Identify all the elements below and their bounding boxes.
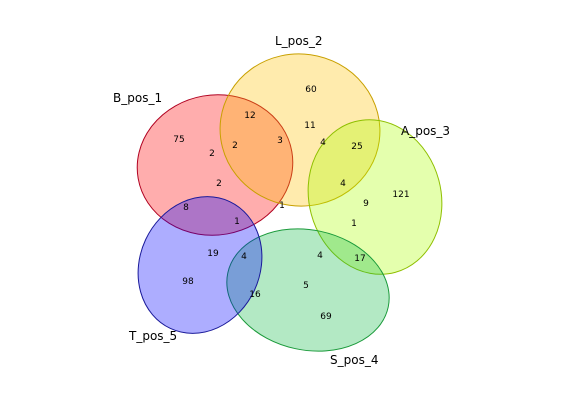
region-count-only-B: 75 xyxy=(173,135,184,145)
region-count-only-T: 98 xyxy=(182,277,194,287)
region-count-B-S: 2 xyxy=(216,179,222,189)
region-count-T-S-A: 4 xyxy=(317,251,323,261)
region-count-L-A-S: 4 xyxy=(320,138,326,148)
region-count-only-A: 121 xyxy=(392,190,409,200)
set-shapes xyxy=(136,53,443,352)
region-count-B-T: 8 xyxy=(183,203,189,213)
region-count-L-T: 11 xyxy=(304,121,315,131)
set-label-T: T_pos_5 xyxy=(128,329,177,343)
region-count-T-S-L: 5 xyxy=(303,281,309,291)
region-count-B-L: 12 xyxy=(244,111,255,121)
set-label-B: B_pos_1 xyxy=(113,91,162,105)
region-count-T-L-S: 4 xyxy=(241,252,247,262)
set-label-L: L_pos_2 xyxy=(275,34,323,48)
region-count-only-L: 60 xyxy=(305,85,317,95)
set-label-S: S_pos_4 xyxy=(330,353,378,367)
region-count-B-A-S: 9 xyxy=(363,199,369,209)
set-labels: B_pos_1 L_pos_2 A_pos_3 S_pos_4 T_pos_5 xyxy=(113,34,450,367)
region-count-T-S: 16 xyxy=(249,290,261,300)
set-L-ellipse xyxy=(219,53,381,207)
region-counts: 75 60 121 69 98 12 11 25 2 3 4 9 17 4 1 … xyxy=(173,85,409,322)
region-count-T-L: 19 xyxy=(207,249,219,259)
set-S-ellipse xyxy=(226,228,390,352)
region-count-B-T-L-S: 1 xyxy=(234,217,240,227)
region-count-B-L-S: 2 xyxy=(209,149,215,159)
region-count-A-S: 17 xyxy=(354,254,365,264)
region-count-all-five: 1 xyxy=(279,201,285,211)
set-A-ellipse xyxy=(307,119,443,275)
region-count-B-L-T: 3 xyxy=(277,136,283,146)
region-count-B-A-S-T: 1 xyxy=(351,219,357,229)
set-T-ellipse xyxy=(137,196,263,334)
region-count-B-A: 4 xyxy=(340,179,346,189)
region-count-only-S: 69 xyxy=(320,312,332,322)
region-count-L-A: 25 xyxy=(351,142,362,152)
region-count-B-L-A: 2 xyxy=(232,141,238,151)
set-label-A: A_pos_3 xyxy=(401,124,450,138)
set-B-ellipse xyxy=(136,94,294,236)
